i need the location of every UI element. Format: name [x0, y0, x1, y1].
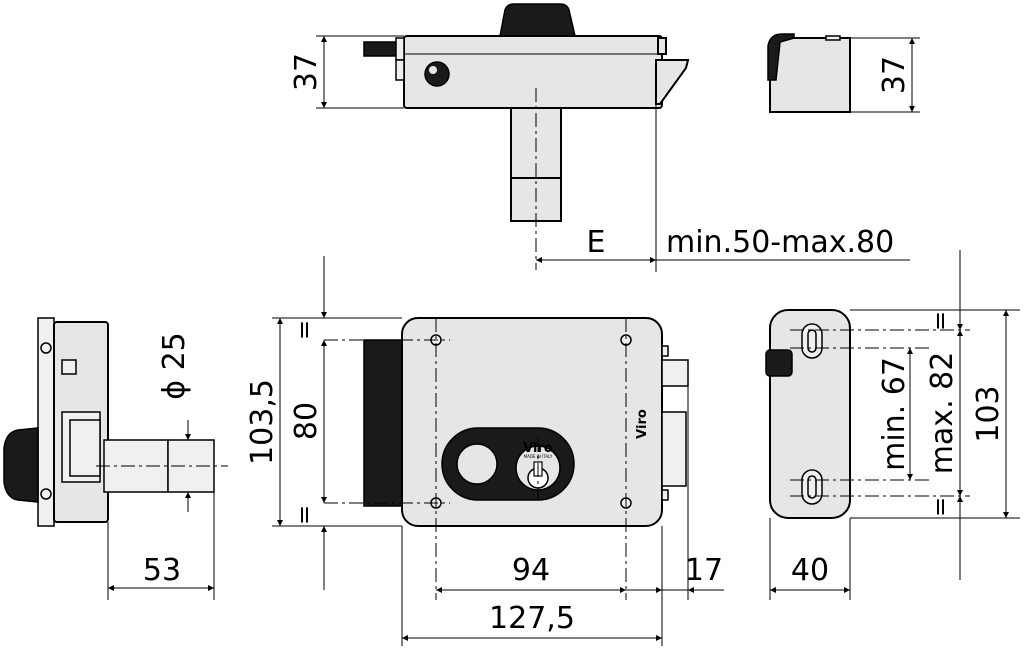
dim-min-spacing: min. 67 [877, 357, 912, 471]
equal-mark-right-bottom: = [926, 497, 954, 517]
dim-projection: 53 [143, 553, 181, 588]
knob-top [499, 3, 576, 37]
front-handle-strip [363, 339, 405, 507]
equal-mark-top: = [290, 320, 318, 340]
dim-plate-height: 103 [971, 385, 1006, 442]
dim-bolt-projection: 17 [685, 553, 723, 588]
top-view: 37 E min.50-max.80 [289, 3, 910, 272]
dim-hole-spacing-v: 80 [289, 402, 324, 440]
plate-handle [765, 349, 793, 377]
dim-hole-spacing-h: 94 [512, 553, 550, 588]
dim-plate-width: 40 [791, 553, 829, 588]
dim-side-height: 37 [877, 56, 912, 94]
dim-total-height: 103,5 [245, 379, 280, 465]
side-view-left: ϕ 25 53 [3, 317, 228, 600]
front-view: Viro MADE IN ITALY Viro 103,5 80 = = 94 … [245, 256, 724, 646]
front-latch [661, 359, 689, 387]
side-knob [3, 427, 39, 503]
dim-top-height: 37 [289, 53, 324, 91]
dim-total-width: 127,5 [489, 601, 575, 636]
equal-mark-bottom: = [290, 505, 318, 525]
latch-bolt [655, 59, 690, 105]
hole-top [424, 61, 450, 87]
mounting-plate-view: min. 67 max. 82 = = 103 40 [765, 250, 1020, 600]
dim-cylinder-diameter: ϕ 25 [157, 332, 192, 400]
dim-max-spacing: max. 82 [925, 352, 960, 475]
side-view-top: 37 [767, 33, 920, 113]
plate-brand: Viro [635, 409, 650, 439]
dim-backset-range: min.50-max.80 [666, 225, 894, 260]
side-handle [767, 33, 795, 81]
dim-backset-label: E [587, 225, 606, 260]
equal-mark-right-top: = [926, 311, 954, 331]
side-block [769, 37, 851, 113]
